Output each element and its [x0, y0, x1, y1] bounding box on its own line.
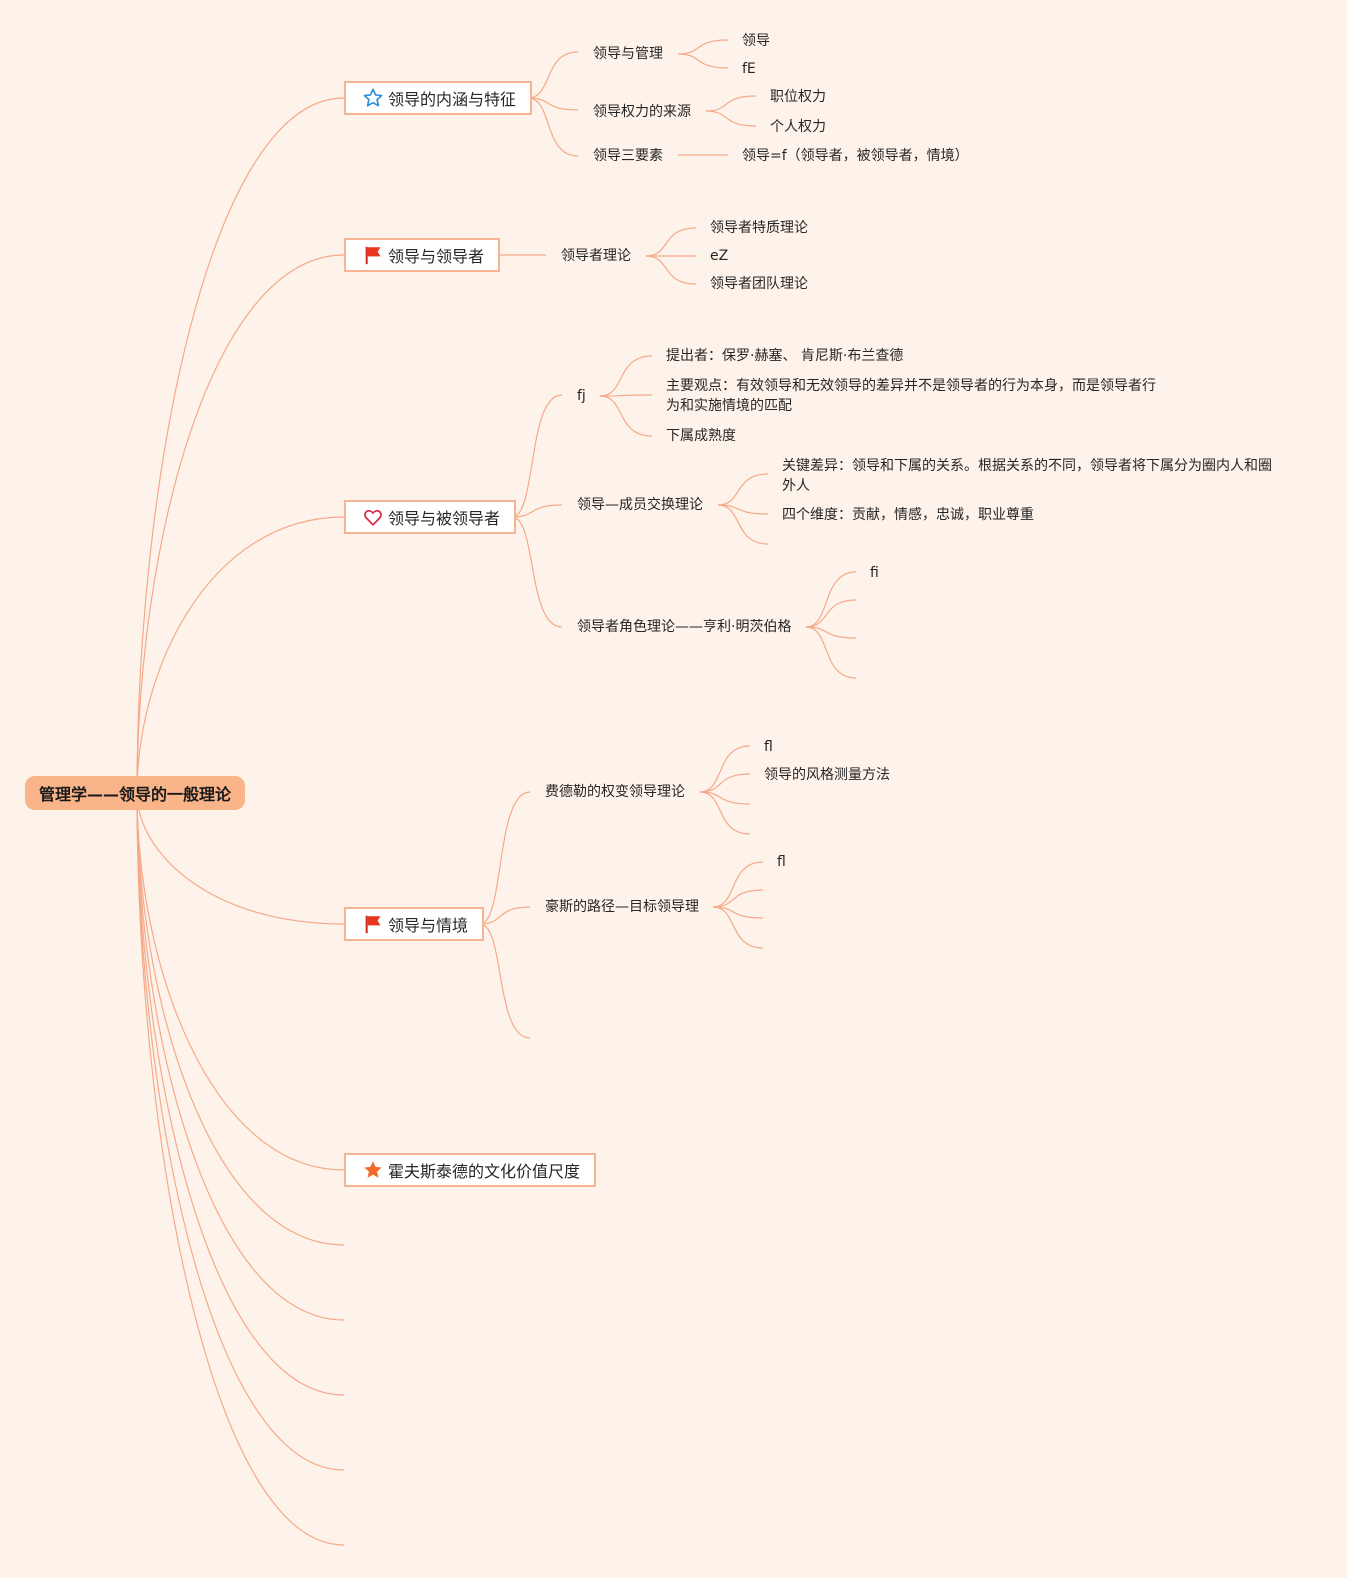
- leaf-leadership-formula[interactable]: 领导=f（领导者，被领导者，情境）: [742, 148, 969, 164]
- leaf-fi[interactable]: fi: [870, 565, 879, 581]
- connector-line: [712, 906, 764, 919]
- topic-role-theory[interactable]: 领导者角色理论——亨利·明茨伯格: [577, 619, 792, 635]
- leaf-leadership[interactable]: 领导: [742, 33, 770, 49]
- connector-line: [645, 227, 697, 257]
- connector-line: [699, 791, 751, 835]
- leaf-team-theory[interactable]: 领导者团队理论: [710, 276, 808, 292]
- branch-leadership-and-leaders[interactable]: 领导与领导者: [344, 238, 501, 272]
- leaf-position-power[interactable]: 职位权力: [770, 89, 826, 105]
- connector-line: [136, 254, 345, 794]
- topic-leader-theories[interactable]: 领导者理论: [561, 248, 631, 264]
- connector-line: [699, 791, 751, 805]
- connector-line: [136, 792, 345, 1246]
- leaf-fl-2[interactable]: fl: [777, 854, 786, 870]
- connector-line: [712, 906, 764, 949]
- connector-line: [136, 792, 345, 1396]
- topic-fj[interactable]: fj: [577, 388, 586, 404]
- topic-lmx-theory[interactable]: 领导—成员交换理论: [577, 497, 703, 513]
- topic-house-path-goal[interactable]: 豪斯的路径—目标领导理: [545, 899, 699, 915]
- leaf-key-difference[interactable]: 关键差异：领导和下属的关系。根据关系的不同，领导者将下属分为圈内人和圈外人: [782, 458, 1272, 494]
- red-flag-icon: [362, 244, 384, 266]
- connector-line: [805, 626, 857, 639]
- connector-line: [712, 889, 764, 908]
- connector-line: [136, 97, 345, 794]
- connector-line: [599, 395, 653, 437]
- root-topic[interactable]: 管理学——领导的一般理论: [25, 776, 245, 810]
- connector-line: [511, 516, 563, 628]
- leaf-trait-theory[interactable]: 领导者特质理论: [710, 220, 808, 236]
- connector-line: [511, 394, 563, 518]
- branch-leaders-and-followers[interactable]: 领导与被领导者: [344, 500, 517, 534]
- branch-leadership-connotation[interactable]: 领导的内涵与特征: [344, 81, 533, 115]
- branch-hofstede[interactable]: 霍夫斯泰德的文化价值尺度: [344, 1153, 597, 1187]
- connector-line: [645, 255, 697, 285]
- connector-line: [136, 792, 345, 1321]
- connector-line: [479, 906, 531, 925]
- connector-line: [805, 571, 857, 628]
- connector-line: [705, 95, 757, 112]
- connector-line: [527, 97, 579, 157]
- connector-line: [136, 792, 345, 1471]
- branch-leadership-and-situation[interactable]: 领导与情境: [344, 907, 485, 941]
- connector-line: [705, 110, 757, 127]
- leaf-fe[interactable]: fE: [742, 61, 756, 77]
- leaf-proposers[interactable]: 提出者：保罗·赫塞、 肯尼斯·布兰查德: [666, 348, 904, 364]
- connector-line: [479, 923, 531, 1039]
- connector-line: [805, 626, 857, 679]
- connector-line: [805, 599, 857, 628]
- red-flag-icon: [362, 913, 384, 935]
- connector-line: [699, 773, 751, 793]
- heart-outline-icon: [362, 506, 384, 528]
- connector-line: [511, 504, 563, 518]
- connector-line: [527, 97, 579, 111]
- connector-line: [677, 53, 729, 69]
- leaf-four-dimensions[interactable]: 四个维度：贡献，情感，忠诚，职业尊重: [782, 507, 1034, 523]
- connector-line: [677, 39, 729, 55]
- connector-line: [599, 355, 653, 397]
- leaf-main-viewpoint[interactable]: 主要观点：有效领导和无效领导的差异并不是领导者的行为本身，而是领导者行为和实施情…: [666, 378, 1156, 414]
- connector-line: [527, 51, 579, 99]
- connector-line: [699, 745, 751, 793]
- star-outline-icon: [362, 87, 384, 109]
- connector-line: [717, 504, 769, 515]
- topic-three-elements[interactable]: 领导三要素: [593, 148, 663, 164]
- connector-line: [136, 516, 345, 794]
- connector-line: [599, 394, 653, 397]
- topic-leadership-vs-management[interactable]: 领导与管理: [593, 46, 663, 62]
- connector-line: [136, 792, 345, 1171]
- connector-line: [712, 861, 764, 908]
- topic-power-sources[interactable]: 领导权力的来源: [593, 104, 691, 120]
- orange-star-icon: [362, 1159, 384, 1181]
- connector-line: [136, 792, 345, 1546]
- leaf-ez[interactable]: eZ: [710, 248, 729, 264]
- connector-line: [717, 473, 769, 506]
- leaf-fl[interactable]: fl: [764, 739, 773, 755]
- connector-line: [479, 791, 531, 925]
- connector-line: [136, 792, 345, 925]
- leaf-personal-power[interactable]: 个人权力: [770, 119, 826, 135]
- topic-fiedler[interactable]: 费德勒的权变领导理论: [545, 784, 685, 800]
- leaf-subordinate-maturity[interactable]: 下属成熟度: [666, 428, 736, 444]
- leaf-style-measurement[interactable]: 领导的风格测量方法: [764, 767, 890, 783]
- connector-line: [717, 504, 769, 545]
